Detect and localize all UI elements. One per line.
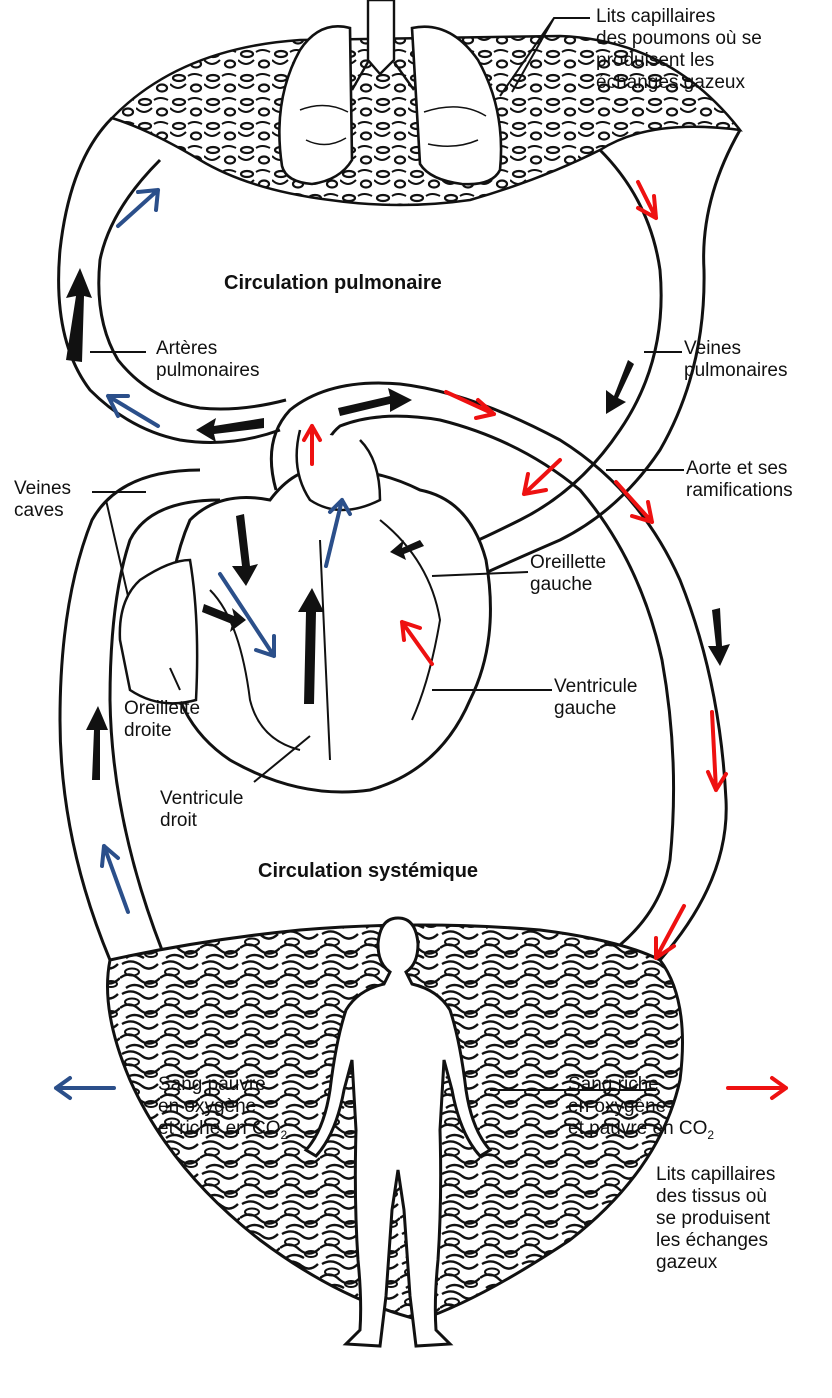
red-arrow-pulmonary-vein-to-heart xyxy=(524,460,560,494)
black-arrow-up-left-loop xyxy=(66,268,92,362)
title-pulmonary-circulation: Circulation pulmonaire xyxy=(224,272,442,295)
black-arrow-down-pulmonary-vein xyxy=(606,360,634,414)
legend-red-line-1: Sang riche xyxy=(568,1074,714,1096)
legend-blue-line-3: et riche en CO2 xyxy=(158,1118,287,1146)
label-tissue-capillaries: Lits capillaires des tissus où se produi… xyxy=(656,1164,775,1274)
blue-arrow-vena-cava-up xyxy=(102,846,128,912)
legend-red-text: Sang riche en oxygène et pauvre en CO2 xyxy=(568,1074,714,1146)
label-aorta: Aorte et ses ramifications xyxy=(686,458,793,502)
label-left-atrium: Oreillette gauche xyxy=(530,552,606,596)
title-systemic-circulation: Circulation systémique xyxy=(258,860,478,883)
label-lung-capillaries: Lits capillaires des poumons où se produ… xyxy=(596,6,762,94)
legend-red-arrow xyxy=(728,1078,786,1098)
legend-red-line-2: en oxygène xyxy=(568,1096,714,1118)
label-venae-cavae: Veines caves xyxy=(14,478,71,522)
legend-blue-text: Sang pauvre en oxygène et riche en CO2 xyxy=(158,1074,287,1146)
legend-blue-line-3-prefix: et riche en CO xyxy=(158,1118,281,1139)
label-pulmonary-veins: Veines pulmonaires xyxy=(684,338,788,382)
black-arrow-right-aortic-arch xyxy=(338,388,412,416)
legend-red-line-3: et pauvre en CO2 xyxy=(568,1118,714,1146)
label-right-ventricle: Ventricule droit xyxy=(160,788,243,832)
red-arrow-aorta-right xyxy=(616,482,652,522)
legend-red-line-3-prefix: et pauvre en CO xyxy=(568,1118,707,1139)
legend-blue-line-1: Sang pauvre xyxy=(158,1074,287,1096)
legend-red-line-3-sub: 2 xyxy=(707,1128,714,1142)
legend-blue-line-3-sub: 2 xyxy=(281,1128,288,1142)
label-pulmonary-arteries: Artères pulmonaires xyxy=(156,338,260,382)
label-right-atrium: Oreillette droite xyxy=(124,698,200,742)
legend-blue-arrow xyxy=(56,1078,114,1098)
label-left-ventricle: Ventricule gauche xyxy=(554,676,637,720)
black-arrow-up-vena-cava xyxy=(86,706,108,780)
legend-blue-line-2: en oxygène xyxy=(158,1096,287,1118)
red-arrow-aorta-lower xyxy=(656,906,684,958)
blue-arrow-pulmonary-artery-up xyxy=(118,190,158,226)
red-arrow-pulmonary-vein-down xyxy=(638,182,656,218)
black-arrow-down-aorta xyxy=(708,608,730,666)
